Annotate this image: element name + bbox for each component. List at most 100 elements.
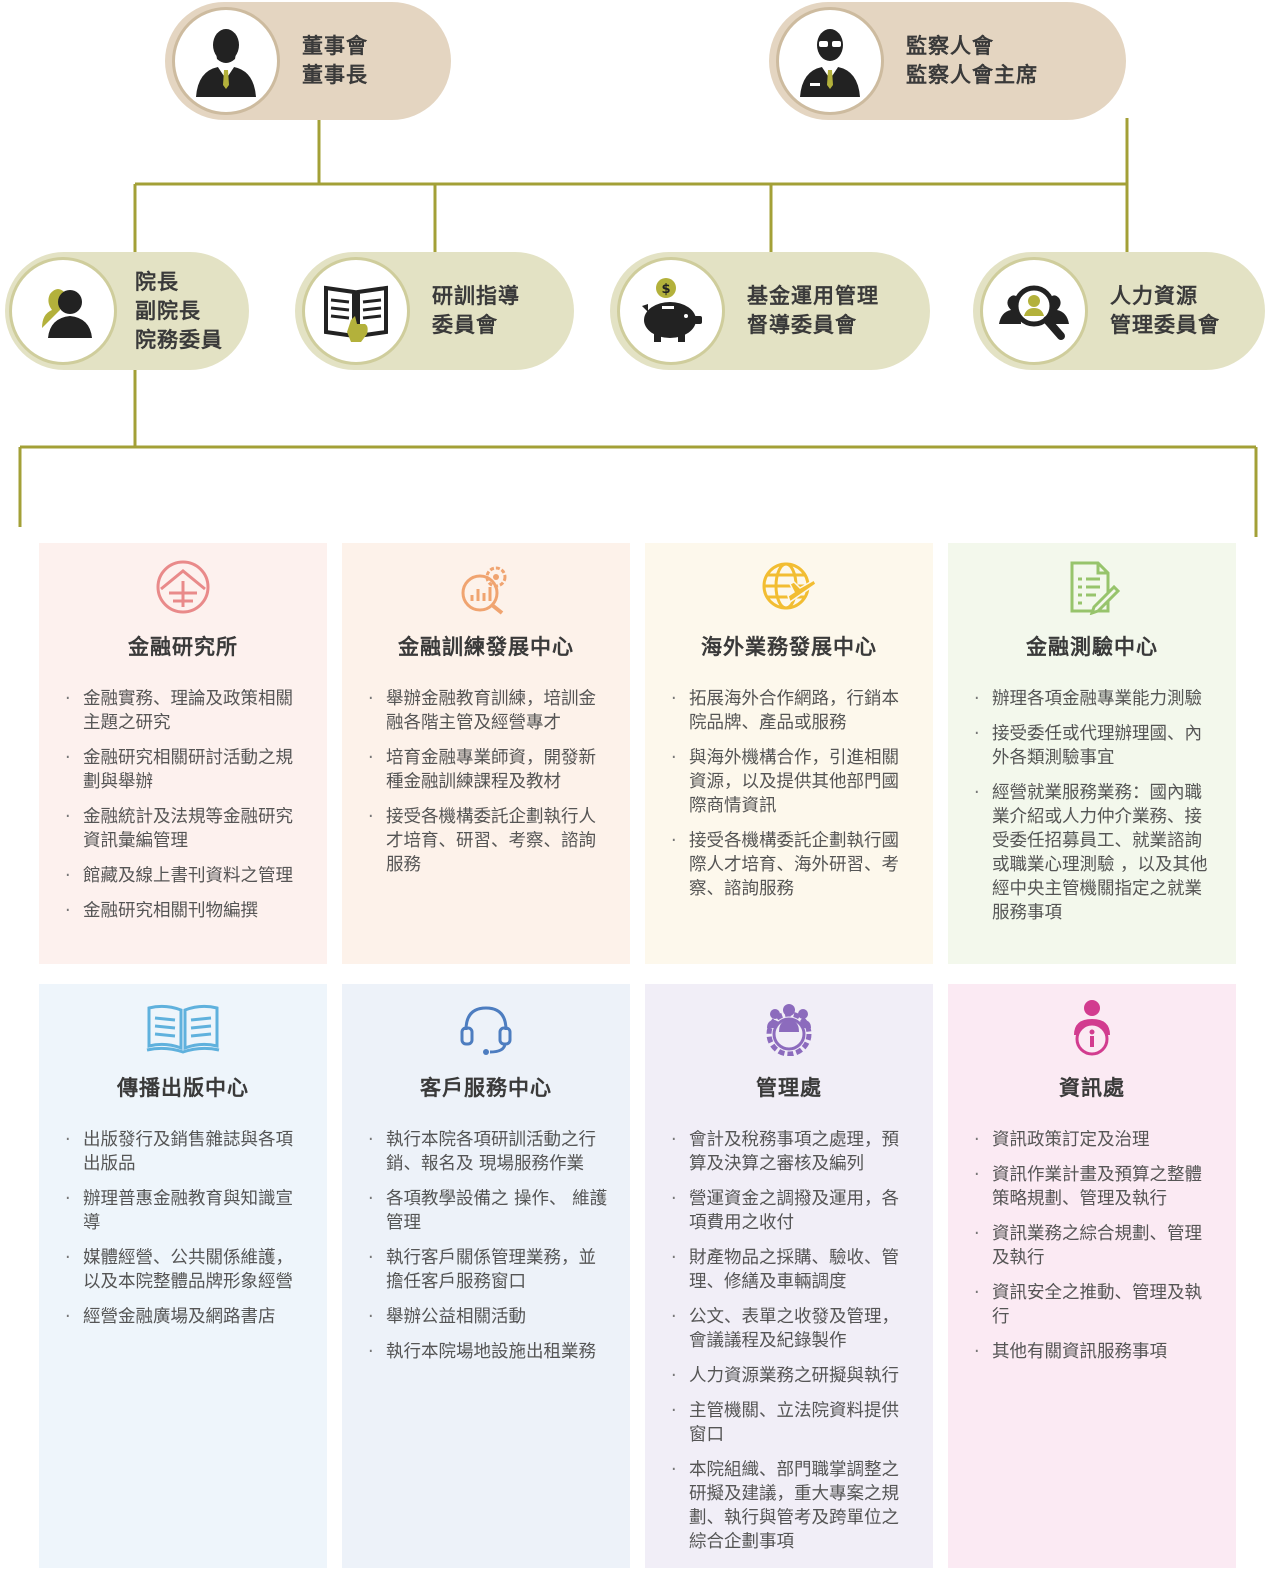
dept-card-customer-service: 客戶服務中心 執行本院各項研訓活動之行銷、報名及 現場服務作業 各項教學設備之 …: [342, 984, 630, 1568]
dept-title: 金融訓練發展中心: [398, 635, 574, 659]
node-president-line-1: 院長: [135, 269, 179, 294]
dept-duty-item: 出版發行及銷售雜誌與各項出版品: [63, 1128, 305, 1176]
dept-card-testing-center: 金融測驗中心 辦理各項金融專業能力測驗 接受委任或代理辦理國、內外各類測驗事宜 …: [948, 543, 1236, 964]
people-icon: [42, 289, 92, 338]
node-fund-committee-line-1: 基金運用管理: [747, 284, 879, 308]
node-supervisors-circle: [776, 7, 884, 115]
dept-duty-item: 資訊業務之綜合規劃、管理及執行: [972, 1222, 1214, 1270]
dept-card-publishing-center: 傳播出版中心 出版發行及銷售雜誌與各項出版品 辦理普惠金融教育與知識宣導 媒體經…: [39, 984, 327, 1568]
dept-duty-list: 辦理各項金融專業能力測驗 接受委任或代理辦理國、內外各類測驗事宜 經營就業服務業…: [962, 687, 1222, 925]
dept-card-management: 管理處 會計及稅務事項之處理，預算及決算之審核及編列 營運資金之調撥及運用，各項…: [645, 984, 933, 1568]
dept-title: 客戶服務中心: [420, 1076, 552, 1100]
checklist-pen-icon: [1070, 561, 1120, 615]
node-president-line-3: 院務委員: [135, 327, 223, 352]
node-fund-committee-circle: $: [617, 257, 725, 365]
dept-duty-list: 舉辦金融教育訓練，培訓金融各階主管及經營專才 培育金融專業師資，開發新種金融訓練…: [356, 687, 616, 877]
dept-duty-item: 辦理普惠金融教育與知識宣導: [63, 1187, 305, 1235]
node-fund-committee: $ 基金運用管理 督導委員會: [610, 252, 930, 370]
dept-duty-item: 經營金融廣場及網路書店: [63, 1305, 305, 1329]
dept-duty-item: 接受委任或代理辦理國、內外各類測驗事宜: [972, 722, 1214, 770]
dept-duty-item: 館藏及線上書刊資料之管理: [63, 864, 305, 888]
dept-title: 資訊處: [1059, 1076, 1125, 1100]
dept-duty-item: 金融實務、理論及政策相關主題之研究: [63, 687, 305, 735]
magnifier-person-icon: [999, 285, 1069, 340]
dept-duty-item: 培育金融專業師資，開發新種金融訓練課程及教材: [366, 746, 608, 794]
node-supervisors-line-1: 監察人會: [906, 34, 994, 58]
node-research-committee-line-2: 委員會: [432, 313, 498, 337]
node-research-committee-line-1: 研訓指導: [432, 284, 520, 308]
dept-duty-item: 資訊作業計畫及預算之整體策略規劃、管理及執行: [972, 1163, 1214, 1211]
dept-duty-item: 金融研究相關研討活動之規劃與舉辦: [63, 746, 305, 794]
node-fund-committee-line-2: 督導委員會: [747, 313, 857, 337]
node-hr-committee-circle: [980, 257, 1088, 365]
businessman-glasses-icon: [800, 29, 860, 97]
dept-duty-item: 執行本院場地設施出租業務: [366, 1340, 608, 1364]
gear-chart-icon: [461, 566, 507, 615]
dept-title: 管理處: [756, 1076, 822, 1100]
dept-duty-item: 接受各機構委託企劃執行人才培育、研習、考察、諮詢服務: [366, 805, 608, 877]
dept-duty-item: 舉辦公益相關活動: [366, 1305, 608, 1329]
dept-duty-item: 辦理各項金融專業能力測驗: [972, 687, 1214, 711]
dept-duty-list: 金融實務、理論及政策相關主題之研究 金融研究相關研討活動之規劃與舉辦 金融統計及…: [53, 687, 313, 923]
headset-icon: [460, 1006, 512, 1055]
dept-duty-item: 經營就業服務業務：國內職業介紹或人力仲介業務、接受委任招募員工、就業諮詢或職業心…: [972, 781, 1214, 925]
node-president: 院長 副院長 院務委員: [5, 252, 249, 370]
dept-duty-list: 會計及稅務事項之處理，預算及決算之審核及編列 營運資金之調撥及運用，各項費用之收…: [659, 1128, 919, 1554]
businessman-icon: [196, 29, 256, 97]
person-info-icon: [1074, 1000, 1110, 1056]
dept-duty-item: 金融統計及法規等金融研究資訊彙編管理: [63, 805, 305, 853]
node-supervisors-line-2: 監察人會主席: [906, 63, 1038, 87]
node-hr-committee-line-2: 管理委員會: [1110, 313, 1220, 337]
node-board-line-2: 董事長: [302, 63, 368, 87]
book-hand-icon: [324, 285, 388, 342]
svg-text:$: $: [661, 282, 670, 297]
dept-duty-list: 執行本院各項研訓活動之行銷、報名及 現場服務作業 各項教學設備之 操作、 維護管…: [356, 1128, 616, 1364]
team-gear-icon: [766, 1004, 812, 1056]
dept-title: 金融研究所: [128, 635, 238, 659]
org-connector-lines: [18, 118, 1258, 537]
dept-duty-item: 金融研究相關刊物編撰: [63, 899, 305, 923]
dept-card-information: 資訊處 資訊政策訂定及治理 資訊作業計畫及預算之整體策略規劃、管理及執行 資訊業…: [948, 984, 1236, 1568]
dept-duty-item: 媒體經營、公共關係維護，以及本院整體品牌形象經營: [63, 1246, 305, 1294]
node-hr-committee-line-1: 人力資源: [1110, 284, 1198, 308]
node-supervisors: 監察人會 監察人會主席: [769, 2, 1126, 120]
node-hr-committee: 人力資源 管理委員會: [973, 252, 1265, 370]
dept-duty-item: 舉辦金融教育訓練，培訓金融各階主管及經營專才: [366, 687, 608, 735]
dept-duty-item: 執行客戶關係管理業務，並擔任客戶服務窗口: [366, 1246, 608, 1294]
dept-duty-item: 其他有關資訊服務事項: [972, 1340, 1214, 1364]
dept-card-research-institute: 金融研究所 金融實務、理論及政策相關主題之研究 金融研究相關研討活動之規劃與舉辦…: [39, 543, 327, 964]
dept-duty-list: 拓展海外合作網路，行銷本院品牌、產品或服務 與海外機構合作，引進相關資源，以及提…: [659, 687, 919, 901]
dept-duty-item: 執行本院各項研訓活動之行銷、報名及 現場服務作業: [366, 1128, 608, 1176]
dept-title: 海外業務發展中心: [701, 635, 877, 659]
dept-duty-item: 接受各機構委託企劃執行國際人才培育、海外研習、考察、諮詢服務: [669, 829, 911, 901]
institute-logo-icon: [156, 560, 210, 614]
dept-duty-item: 與海外機構合作，引進相關資源，以及提供其他部門國際商情資訊: [669, 746, 911, 818]
dept-duty-item: 本院組織、部門職掌調整之研擬及建議，重大專案之規劃、執行與管考及跨單位之綜合企劃…: [669, 1458, 911, 1554]
dept-card-overseas-center: 海外業務發展中心 拓展海外合作網路，行銷本院品牌、產品或服務 與海外機構合作，引…: [645, 543, 933, 964]
dept-duty-item: 營運資金之調撥及運用，各項費用之收付: [669, 1187, 911, 1235]
dept-duty-item: 會計及稅務事項之處理，預算及決算之審核及編列: [669, 1128, 911, 1176]
dept-duty-list: 出版發行及銷售雜誌與各項出版品 辦理普惠金融教育與知識宣導 媒體經營、公共關係維…: [53, 1128, 313, 1329]
dept-duty-item: 財產物品之採購、驗收、管理、修繕及車輛調度: [669, 1246, 911, 1294]
dept-title: 傳播出版中心: [117, 1076, 249, 1100]
dept-card-training-center: 金融訓練發展中心 舉辦金融教育訓練，培訓金融各階主管及經營專才 培育金融專業師資…: [342, 543, 630, 964]
dept-duty-item: 人力資源業務之研擬與執行: [669, 1364, 911, 1388]
piggy-bank-icon: $: [642, 278, 702, 342]
dept-duty-item: 公文、表單之收發及管理，會議議程及紀錄製作: [669, 1305, 911, 1353]
dept-duty-item: 資訊安全之推動、管理及執行: [972, 1281, 1214, 1329]
node-board: 董事會 董事長: [165, 2, 451, 120]
dept-duty-item: 資訊政策訂定及治理: [972, 1128, 1214, 1152]
dept-duty-list: 資訊政策訂定及治理 資訊作業計畫及預算之整體策略規劃、管理及執行 資訊業務之綜合…: [962, 1128, 1222, 1364]
dept-duty-item: 各項教學設備之 操作、 維護管理: [366, 1187, 608, 1235]
node-research-committee-circle: [302, 257, 410, 365]
node-president-line-2: 副院長: [135, 298, 201, 323]
node-board-circle: [172, 7, 280, 115]
globe-plane-icon: [762, 562, 817, 610]
open-book-icon: [146, 1004, 220, 1054]
node-board-line-1: 董事會: [302, 34, 368, 58]
dept-duty-item: 拓展海外合作網路，行銷本院品牌、產品或服務: [669, 687, 911, 735]
node-president-circle: [9, 257, 117, 365]
dept-duty-item: 主管機關、立法院資料提供窗口: [669, 1399, 911, 1447]
node-research-committee: 研訓指導 委員會: [295, 252, 574, 370]
dept-title: 金融測驗中心: [1026, 635, 1158, 659]
